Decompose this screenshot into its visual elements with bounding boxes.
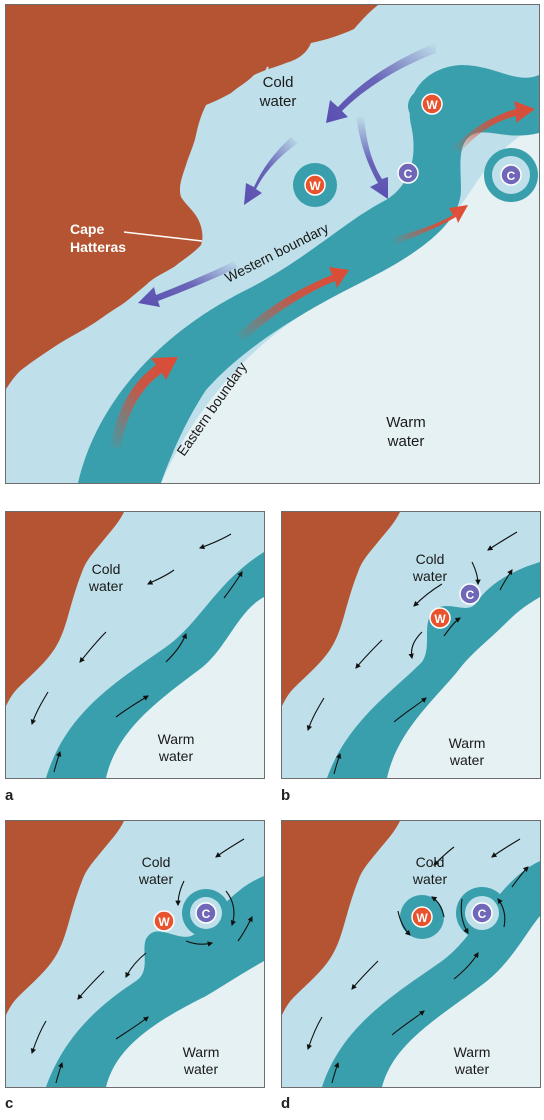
main-cold-label-2: water	[259, 93, 297, 110]
panel-a-gulf-stream	[46, 552, 264, 778]
panel-b-warm-label-2: water	[449, 752, 485, 768]
warm-current-arrow-4	[453, 101, 535, 153]
panel-a-warm-water	[106, 597, 264, 778]
panel-b-cold-label-2: water	[412, 568, 448, 584]
panel-c-cold-label-2: water	[138, 871, 174, 887]
panel-d-svg: W C Cold water Warm water	[282, 821, 540, 1087]
panel-d-cold-label-2: water	[412, 871, 448, 887]
main-warm-label-1: Warm	[386, 414, 425, 431]
panel-a-cold-label-1: Cold	[92, 561, 121, 577]
panel-a-cold-label-2: water	[88, 578, 124, 594]
svg-text:C: C	[478, 907, 487, 921]
panel-d-flow-arrows	[306, 838, 529, 1084]
panel-a-warm-label-1: Warm	[158, 731, 195, 747]
panel-b-flow-arrows	[306, 531, 518, 775]
main-gulf-stream-map: W W C C Cold water Warm water Cape Hatte…	[5, 4, 540, 484]
svg-text:W: W	[434, 612, 446, 626]
panel-d-warm-eddy-marker: W	[411, 906, 433, 928]
chesapeake-bay	[201, 94, 237, 201]
panel-a-straight-stream: Cold water Warm water	[5, 511, 265, 779]
panel-b-meander: C W Cold water Warm water	[281, 511, 541, 779]
panel-c-land	[6, 821, 124, 1015]
svg-text:W: W	[416, 911, 428, 925]
svg-text:C: C	[507, 169, 516, 183]
panel-c-flow-arrows	[30, 838, 253, 1084]
outer-banks	[199, 209, 209, 242]
panel-a-land	[6, 512, 124, 706]
warm-eddy-marker-mid: W	[304, 174, 326, 196]
panel-b-gulf-stream	[327, 562, 540, 778]
panel-d-detached-eddies: W C Cold water Warm water	[281, 820, 541, 1088]
panel-b-letter: b	[281, 787, 291, 804]
land-mass	[6, 5, 378, 389]
panel-b-warm-eddy-marker: W	[429, 607, 451, 629]
cold-current-arrow-3	[356, 115, 388, 199]
main-map-svg: W W C C Cold water Warm water Cape Hatte…	[6, 5, 539, 483]
panel-c-cold-label-1: Cold	[142, 854, 171, 870]
svg-text:C: C	[466, 588, 475, 602]
panel-c-svg: W C Cold water Warm water	[6, 821, 264, 1087]
panel-b-cold-label-1: Cold	[416, 551, 445, 567]
panel-d-warm-label-2: water	[454, 1061, 490, 1077]
cold-current-arrow-4	[138, 261, 238, 307]
panel-b-warm-water	[387, 597, 540, 778]
main-warm-label-2: water	[387, 433, 425, 450]
cold-current-arrow-1	[326, 43, 436, 123]
cape-hatteras-label-2: Hatteras	[70, 239, 126, 255]
svg-text:W: W	[426, 98, 438, 112]
panel-c-pinching-eddies: W C Cold water Warm water	[5, 820, 265, 1088]
cape-hatteras-pointer	[123, 231, 203, 242]
panel-b-cold-eddy-marker: C	[459, 583, 481, 605]
cape-hatteras-label-1: Cape	[70, 221, 104, 237]
panel-d-letter: d	[281, 1095, 291, 1112]
panel-c-warm-label-2: water	[183, 1061, 219, 1077]
panel-d-cold-eddy-marker: C	[471, 902, 493, 924]
warm-current-arrow-1	[110, 357, 178, 449]
panel-d-cold-label-1: Cold	[416, 854, 445, 870]
panel-c-warm-eddy-marker: W	[153, 910, 175, 932]
panel-b-warm-label-1: Warm	[449, 735, 486, 751]
panel-c-warm-water	[106, 961, 264, 1087]
svg-text:C: C	[202, 907, 211, 921]
warm-current-arrow-3	[391, 205, 468, 245]
panel-c-letter: c	[5, 1095, 14, 1112]
warm-water-region	[161, 125, 539, 483]
panel-a-letter: a	[5, 787, 14, 804]
panel-a-flow-arrows	[30, 533, 243, 773]
main-cold-label-1: Cold	[263, 74, 294, 91]
panel-c-warm-label-1: Warm	[183, 1044, 220, 1060]
cold-current-arrow-2	[244, 137, 298, 205]
panel-b-svg: C W Cold water Warm water	[282, 512, 540, 778]
cold-eddy-marker-left: C	[397, 162, 419, 184]
warm-eddy-marker-top: W	[421, 93, 443, 115]
svg-text:W: W	[309, 179, 321, 193]
panel-d-land	[282, 821, 400, 1015]
warm-current-arrow-2	[236, 267, 349, 341]
panel-a-warm-label-2: water	[158, 748, 194, 764]
panel-b-land	[282, 512, 400, 706]
svg-text:W: W	[158, 915, 170, 929]
cold-eddy-marker-right: C	[500, 164, 522, 186]
gulf-stream-band	[78, 65, 539, 483]
panel-d-warm-label-1: Warm	[454, 1044, 491, 1060]
panel-d-warm-water	[382, 916, 540, 1087]
panel-a-svg: Cold water Warm water	[6, 512, 264, 778]
svg-text:C: C	[404, 167, 413, 181]
panel-c-cold-eddy-marker: C	[195, 902, 217, 924]
delaware-bay	[251, 66, 269, 92]
